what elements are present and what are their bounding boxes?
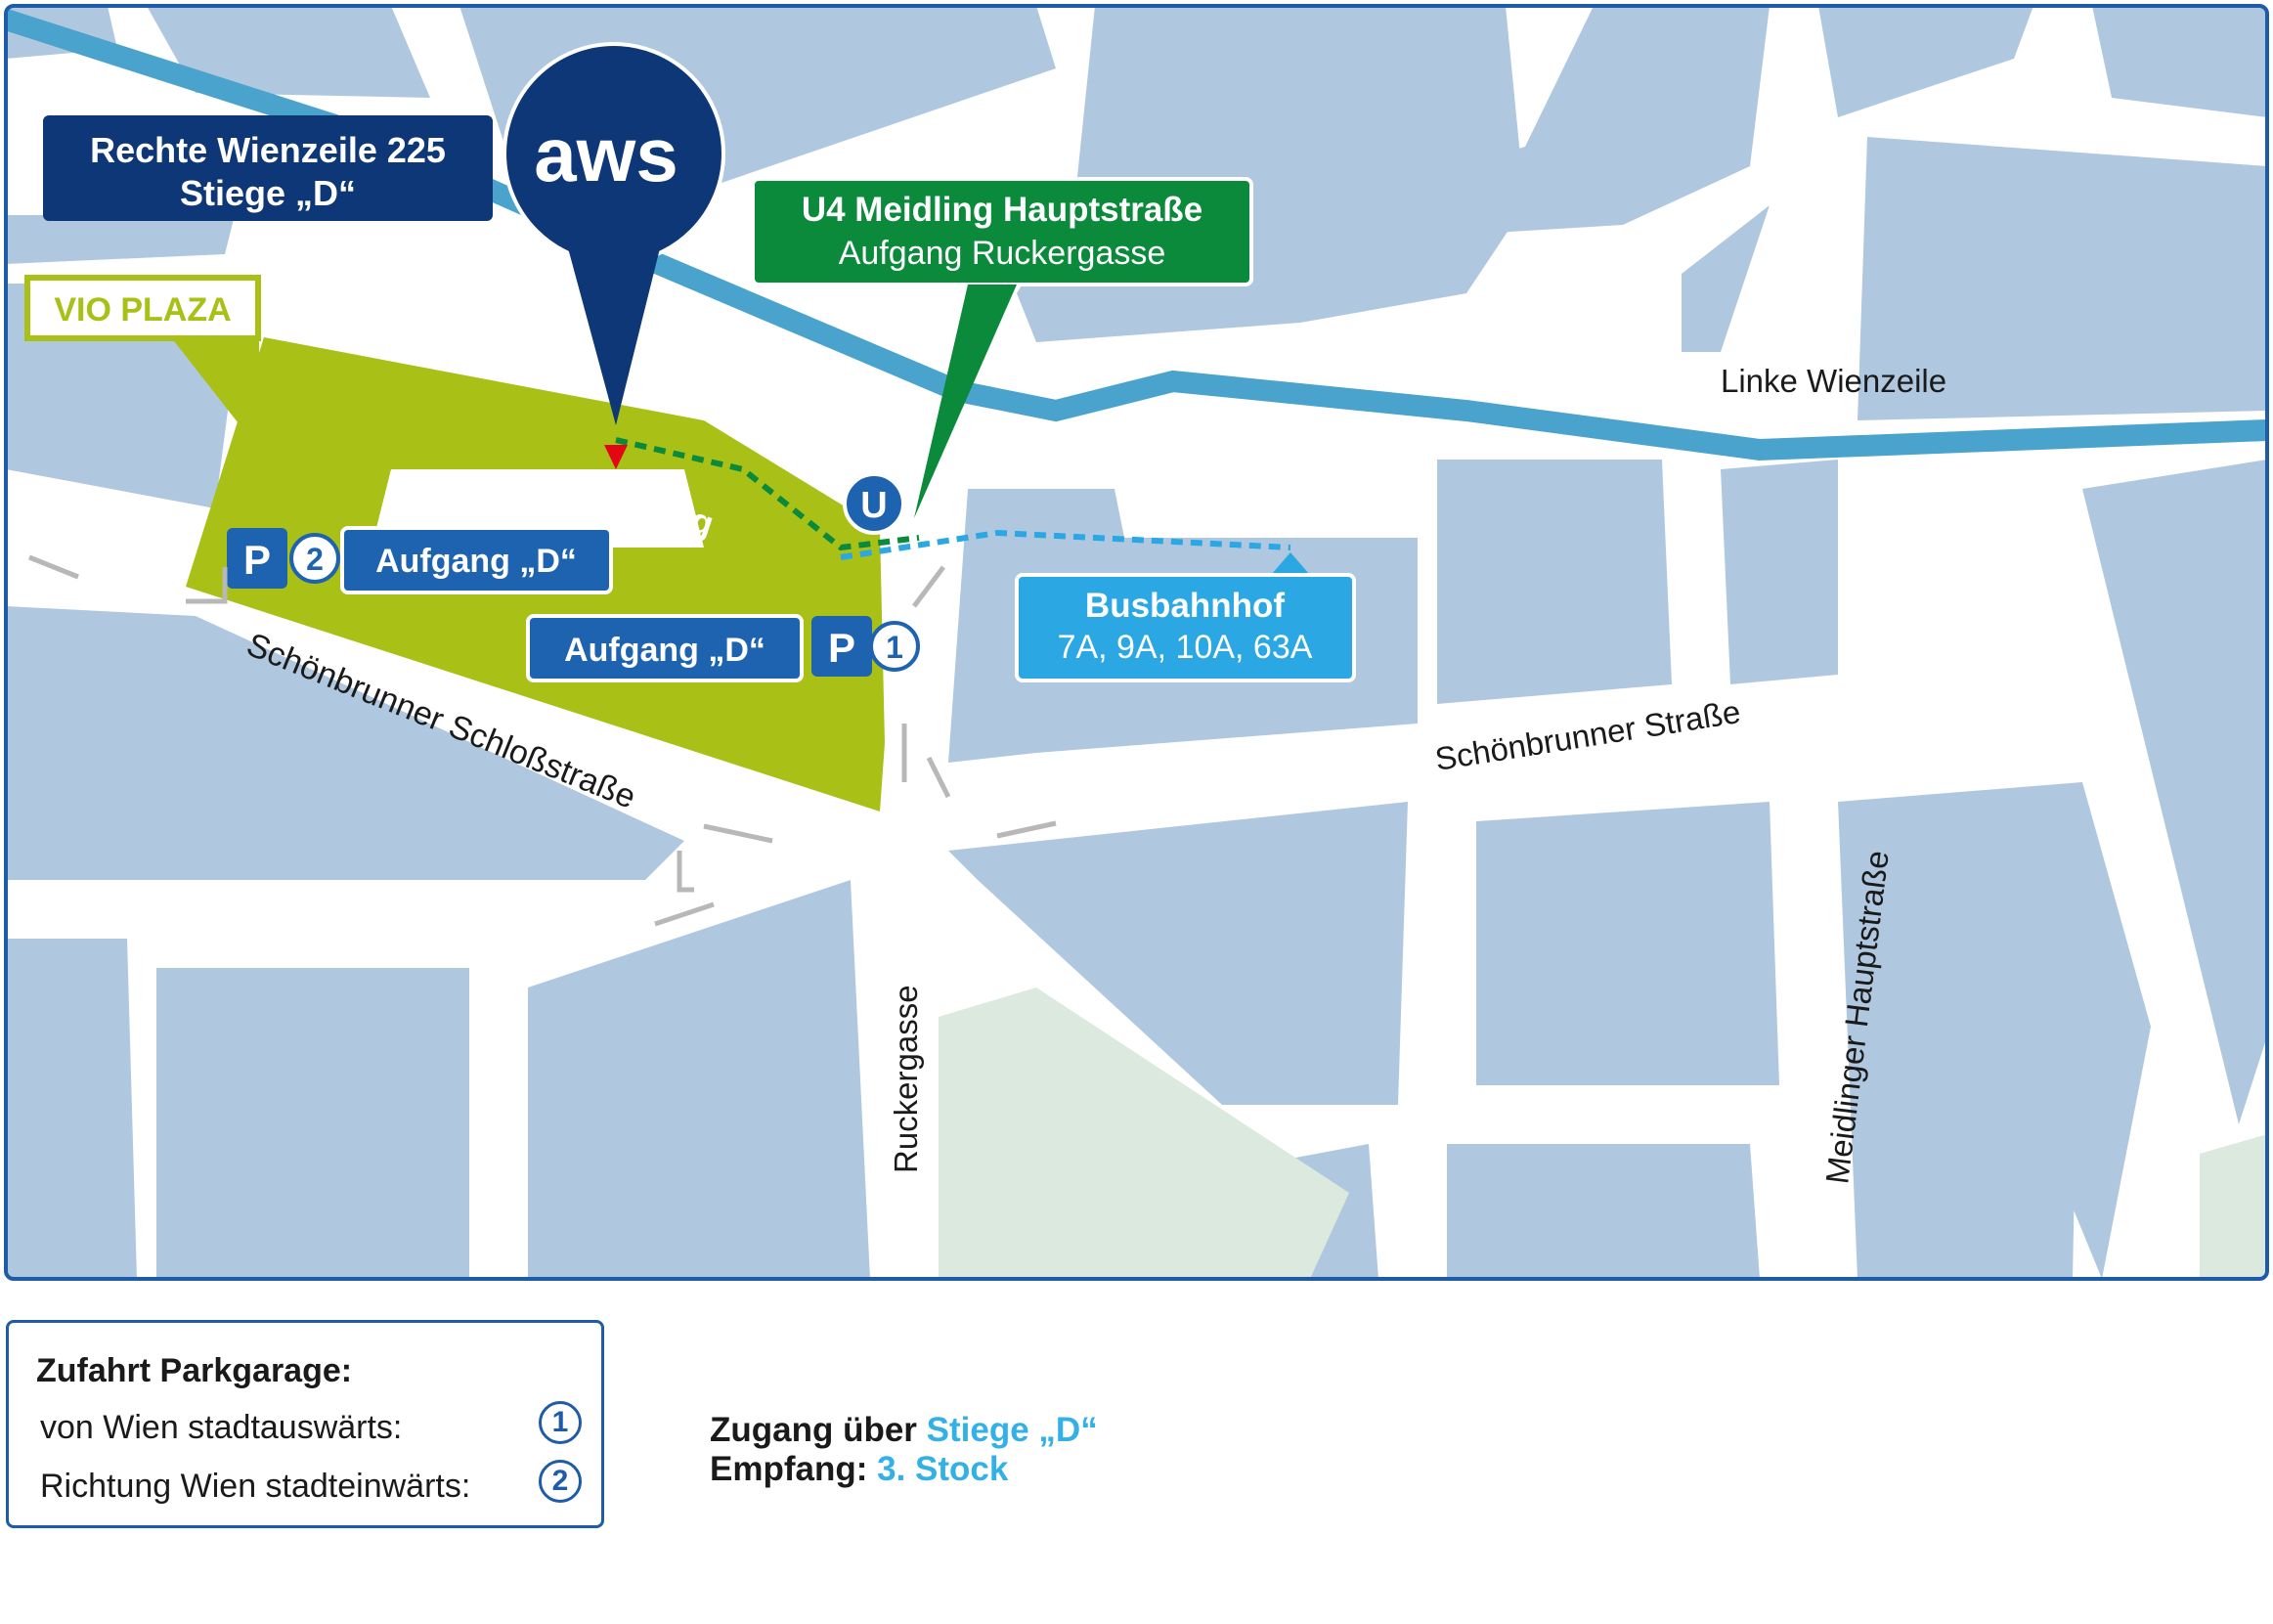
access-label: Zugang über: [710, 1411, 917, 1449]
legend-row1-number: 1: [539, 1401, 582, 1444]
ubahn-symbol: U: [860, 485, 887, 526]
city-blocks: [6, 6, 2267, 1279]
park-area-right: [2200, 1134, 2267, 1279]
ubahn-icon: [843, 472, 905, 535]
vio-plaza-pointer: [171, 337, 259, 450]
walk-route-bus: [840, 529, 1291, 560]
bus-title: Busbahnhof: [1085, 587, 1285, 625]
u4-title: U4 Meidling Hauptstraße: [802, 191, 1202, 229]
traffic-arrow-icon: [912, 565, 945, 608]
vio-plaza-label: VIO PLAZA: [54, 291, 231, 329]
park-area: [939, 988, 1349, 1279]
traffic-arrows: [28, 554, 1057, 927]
bus-lines: 7A, 9A, 10A, 63A: [1058, 629, 1313, 666]
parking-2-p: P: [243, 537, 271, 583]
traffic-arrow-icon: [926, 756, 951, 799]
vio-plaza-label-box: [24, 275, 261, 341]
traffic-arrow-icon: [28, 554, 79, 580]
map-frame: [4, 4, 2269, 1281]
aws-pin-tail: [567, 244, 661, 425]
parking-2-number: 2: [306, 542, 324, 577]
legend-row2-number: 2: [539, 1460, 582, 1503]
parking-2-badge: [289, 533, 340, 584]
aufgang-d-lower-box: [526, 614, 804, 682]
bus-pointer: [1271, 552, 1310, 575]
legend-row2-text: Richtung Wien stadteinwärts:: [40, 1468, 471, 1505]
parking-1-icon: [811, 616, 872, 677]
aufgang-d-lower: Aufgang „D“: [564, 632, 765, 669]
address-line2: Stiege „D“: [180, 173, 356, 213]
walk-route-ubahn: [615, 437, 920, 551]
street-ruckergasse: Ruckergasse: [888, 985, 924, 1173]
aufgang-d-upper-box: [340, 526, 613, 594]
access-info-line2: Empfang: 3. Stock: [710, 1450, 1008, 1489]
address-line1: Rechte Wienzeile 225: [90, 130, 446, 170]
entrance-marker-icon: [604, 445, 628, 469]
parking-1-p: P: [828, 625, 855, 671]
u4-subtitle: Aufgang Ruckergasse: [839, 235, 1166, 272]
street-linke-wienzeile: Linke Wienzeile: [1721, 363, 1946, 399]
address-box: [43, 115, 493, 221]
traffic-arrow-icon: [996, 820, 1057, 839]
legend-row1-text: von Wien stadtauswärts:: [40, 1409, 403, 1446]
parking-legend: Zufahrt Parkgarage: von Wien stadtauswär…: [6, 1320, 604, 1528]
parking-1-badge: [869, 621, 920, 672]
legend-title: Zufahrt Parkgarage:: [36, 1352, 353, 1389]
reception-value: 3. Stock: [877, 1450, 1009, 1488]
parking-2-icon: [227, 528, 287, 589]
access-value: Stiege „D“: [926, 1411, 1098, 1449]
aws-logo: aws: [534, 111, 678, 198]
parking-1-number: 1: [886, 630, 903, 665]
access-info-line1: Zugang über Stiege „D“: [710, 1411, 1098, 1450]
aufgang-d-upper: Aufgang „D“: [375, 543, 577, 580]
u4-pointer: [914, 285, 1017, 518]
traffic-arrow-icon: [186, 567, 228, 604]
reception-label: Empfang:: [710, 1450, 868, 1488]
traffic-arrow-icon: [654, 901, 715, 927]
traffic-arrow-icon: [677, 851, 694, 893]
traffic-arrow-icon: [703, 823, 773, 844]
busbahnhof-box: [1015, 573, 1356, 682]
